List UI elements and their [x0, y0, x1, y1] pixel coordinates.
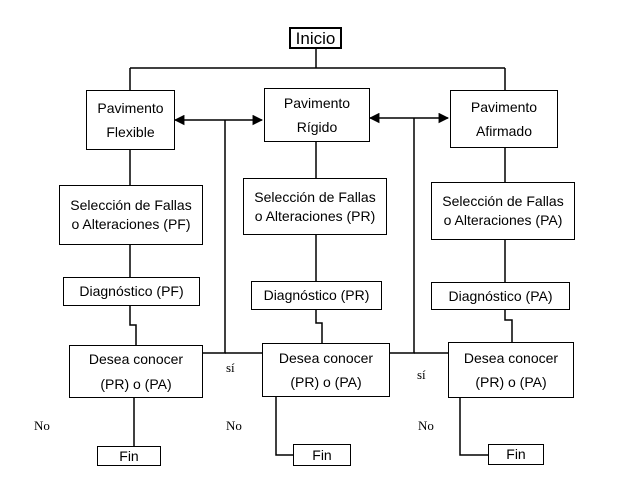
question-pa-line2: (PR) o (PA) [475, 374, 547, 390]
question-pf-box: Desea conocer (PR) o (PA) [69, 345, 203, 398]
question-pa-line1: Desea conocer [463, 349, 559, 366]
diagnosis-pr-label: Diagnóstico (PR) [263, 287, 370, 304]
start-box: Inicio [289, 27, 342, 49]
pavement-afirmado-line1: Pavimento [470, 98, 538, 115]
end-pr-box: Fin [293, 444, 351, 466]
yes-label-pr: sí [417, 367, 426, 382]
pavement-flexible-line2: Flexible [106, 124, 155, 140]
selection-pr-box: Selección de Fallas o Alteraciones (PR) [243, 178, 387, 235]
selection-pa-line1: Selección de Fallas [442, 193, 564, 210]
diagnosis-pa-label: Diagnóstico (PA) [448, 287, 553, 304]
diagnosis-pr-box: Diagnóstico (PR) [251, 281, 382, 310]
connector-yes-pr [390, 118, 415, 354]
connector-pa-diagnosis-to-question [504, 310, 513, 342]
pavement-afirmado-line2: Afirmado [475, 123, 533, 139]
connector-pa-question-to-end [459, 398, 488, 456]
pavement-afirmado-box: Pavimento Afirmado [450, 90, 558, 148]
selection-pa-line2: o Alteraciones (PA) [443, 212, 563, 228]
selection-pr-line1: Selección de Fallas [254, 188, 376, 205]
selection-pf-line1: Selección de Fallas [70, 197, 192, 214]
end-pr-label: Fin [312, 446, 332, 463]
connector-yes-pf [203, 120, 226, 354]
pavement-rigid-line1: Pavimento [283, 94, 351, 111]
question-pf-line2: (PR) o (PA) [100, 375, 172, 392]
connector-pr-question-to-end [275, 397, 293, 456]
pavement-flexible-box: Pavimento Flexible [86, 90, 175, 150]
no-label-pr: No [226, 418, 242, 433]
selection-pa-box: Selección de Fallas o Alteraciones (PA) [431, 182, 575, 240]
question-pr-line2: (PR) o (PA) [290, 374, 362, 390]
question-pa-box: Desea conocer (PR) o (PA) [448, 342, 574, 398]
connector-pr-diagnosis-to-question [315, 310, 323, 343]
question-pf-line1: Desea conocer [88, 351, 184, 367]
pavement-flexible-line1: Pavimento [97, 99, 164, 116]
question-pr-box: Desea conocer (PR) o (PA) [262, 343, 390, 397]
diagnosis-pf-label: Diagnóstico (PF) [79, 283, 184, 300]
end-pa-box: Fin [488, 444, 544, 465]
start-label: Inicio [295, 28, 336, 48]
end-pf-label: Fin [119, 447, 139, 464]
pavement-rigid-line2: Rígido [296, 119, 338, 135]
yes-label-pf: sí [226, 360, 235, 375]
end-pf-box: Fin [97, 446, 161, 466]
pavement-rigid-box: Pavimento Rígido [264, 88, 370, 142]
diagnosis-pa-box: Diagnóstico (PA) [431, 282, 570, 310]
no-label-pf: No [34, 418, 50, 433]
selection-pf-line2: o Alteraciones (PF) [71, 216, 191, 232]
selection-pr-line2: o Alteraciones (PR) [254, 207, 376, 224]
selection-pf-box: Selección de Fallas o Alteraciones (PF) [59, 185, 203, 245]
connector-pf-diagnosis-to-question [129, 306, 137, 345]
diagnosis-pf-box: Diagnóstico (PF) [63, 277, 200, 306]
end-pa-label: Fin [506, 446, 526, 463]
no-label-pa: No [418, 418, 434, 433]
question-pr-line1: Desea conocer [278, 349, 374, 366]
